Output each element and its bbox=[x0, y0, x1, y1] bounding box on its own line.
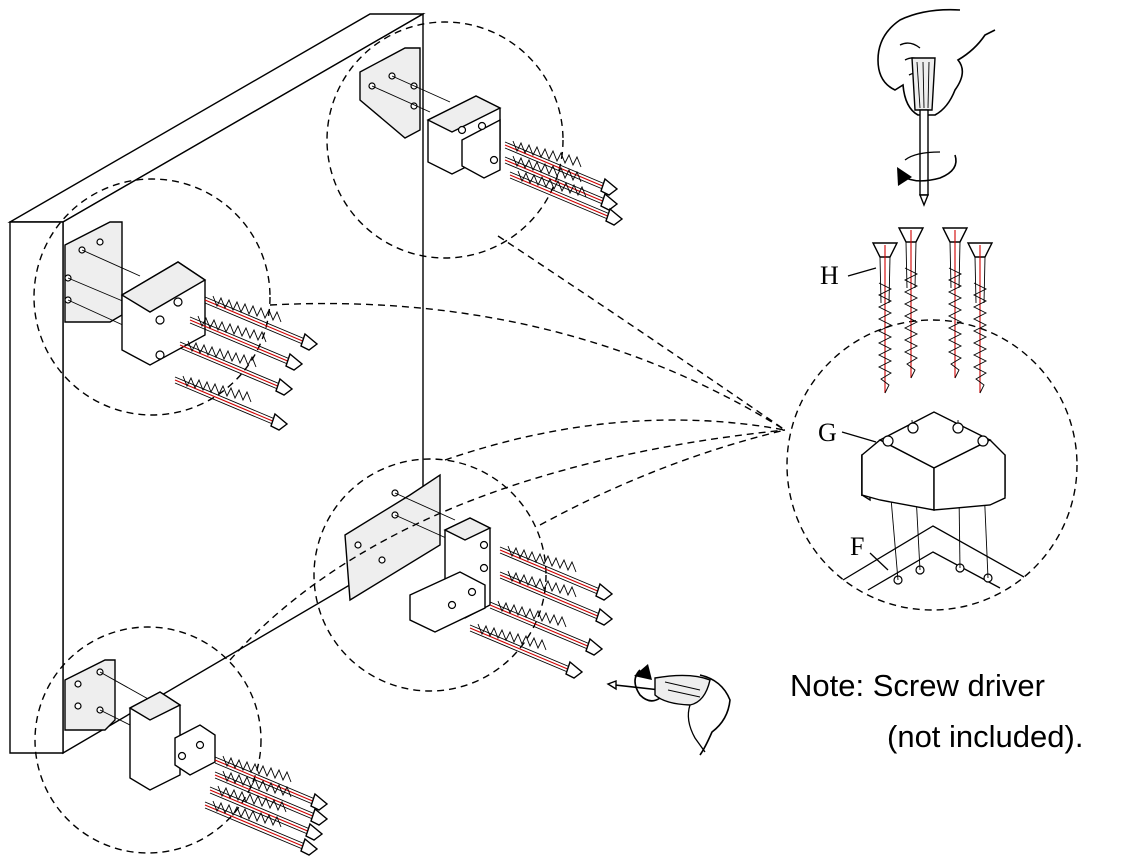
note-line-2: (not included). bbox=[887, 719, 1083, 754]
hand-screwdriver-top-icon bbox=[877, 8, 996, 207]
detail-view-corner-bracket bbox=[786, 227, 1078, 611]
detail-circle-top-right bbox=[326, 21, 623, 259]
panel-board bbox=[7, 12, 426, 755]
screws-h bbox=[872, 227, 993, 394]
callout-lines bbox=[229, 235, 786, 661]
detail-circle-bottom-left bbox=[34, 626, 328, 856]
detail-circle-left bbox=[33, 178, 318, 431]
panel-corner-f bbox=[842, 525, 1025, 591]
label-bracket-g: G bbox=[818, 418, 837, 447]
detail-circle-center bbox=[313, 458, 613, 692]
label-screw-h: H bbox=[820, 261, 839, 290]
note-line-1: Note: Screw driver bbox=[790, 668, 1045, 703]
hand-screwdriver-bottom-icon bbox=[606, 664, 731, 756]
corner-bracket-g bbox=[861, 411, 1006, 511]
label-panel-f: F bbox=[850, 532, 864, 561]
